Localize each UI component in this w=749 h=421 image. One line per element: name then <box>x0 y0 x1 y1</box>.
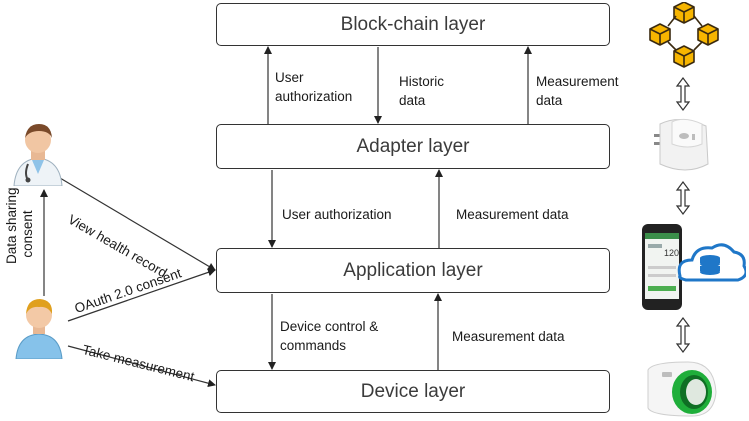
measurement-data-label-mid: Measurement data <box>456 207 569 222</box>
svg-text:120: 120 <box>664 248 679 258</box>
double-arrow-1 <box>675 77 691 111</box>
device-control-label: Device control &commands <box>280 319 379 353</box>
adapter-layer-label: Adapter layer <box>356 135 470 157</box>
right-double-arrows <box>675 77 691 353</box>
take-measurement-arrow <box>67 345 216 388</box>
device-layer: Device layer <box>216 370 610 413</box>
double-arrow-3 <box>675 317 691 353</box>
application-layer-label: Application layer <box>343 259 483 281</box>
user-authorization-label-mid: User authorization <box>282 207 392 222</box>
plug-adapter-icon <box>654 118 709 171</box>
blockchain-cubes-icon <box>649 2 719 68</box>
patient-icon <box>15 299 63 359</box>
application-layer: Application layer <box>216 248 610 293</box>
measurement-data-label-low: Measurement data <box>452 329 565 344</box>
view-health-record-arrow <box>59 177 216 271</box>
doctor-icon <box>13 124 63 186</box>
blockchain-layer-label: Block-chain layer <box>340 13 486 35</box>
device-layer-label: Device layer <box>360 380 466 402</box>
smartphone-cloud-database-icon: 120 <box>642 224 746 310</box>
oauth-consent-arrow <box>67 268 216 322</box>
blood-pressure-cuff-icon <box>647 361 717 417</box>
double-arrow-2 <box>675 181 691 215</box>
blockchain-layer: Block-chain layer <box>216 3 610 46</box>
adapter-layer: Adapter layer <box>216 124 610 169</box>
